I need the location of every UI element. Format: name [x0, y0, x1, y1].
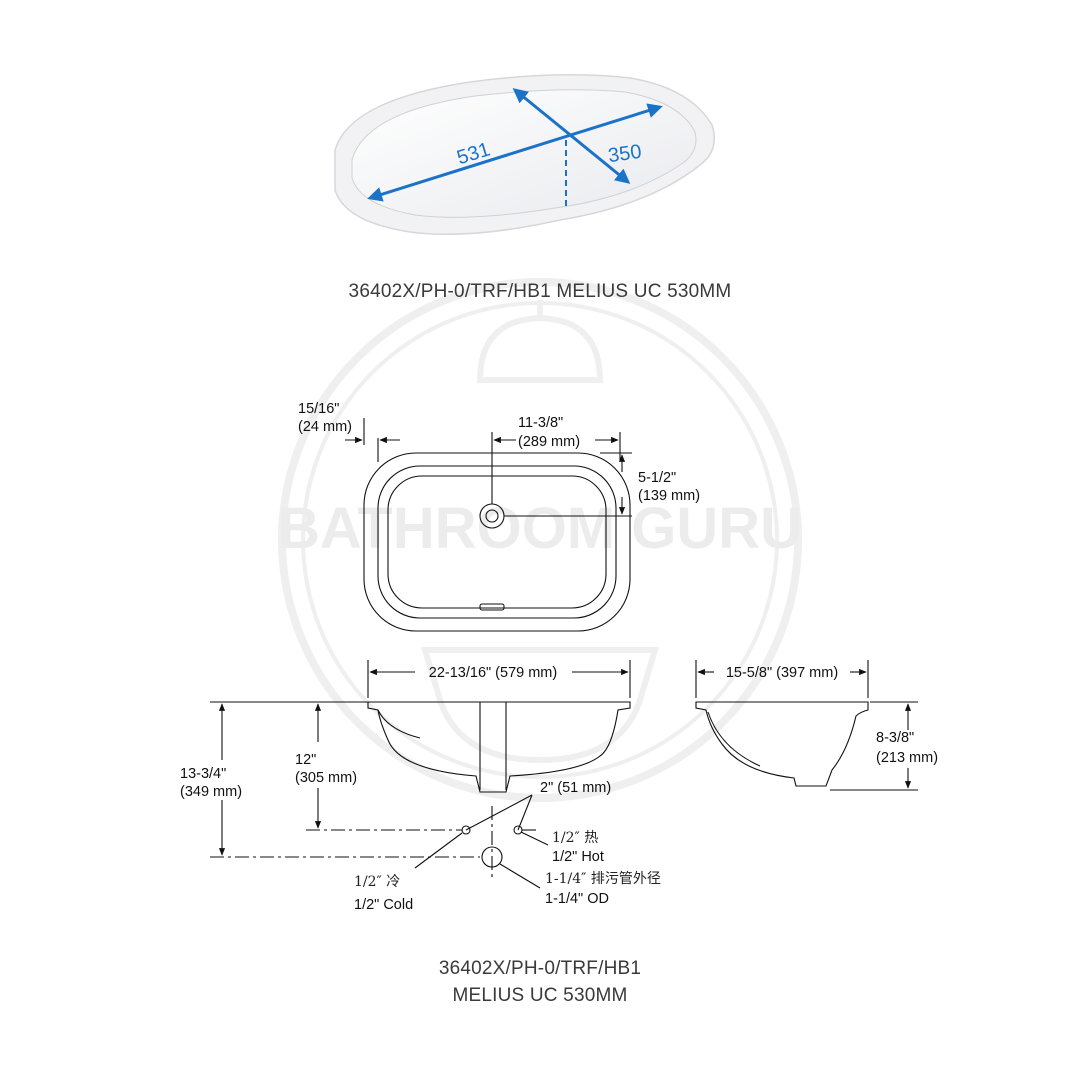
plan-drain-offset-in: 11-3/8" — [518, 415, 563, 431]
drain-outlet — [481, 846, 503, 868]
front-overall-mm: (349 mm) — [180, 784, 242, 800]
shower-head-icon — [476, 314, 604, 383]
plan-rim-in: 15/16" — [298, 401, 339, 417]
front-supply-in: 12" — [295, 752, 316, 768]
photo-width-arrow — [512, 88, 631, 184]
side-view: 15-5/8" (397 mm) 8-3/8" (213 mm) — [695, 660, 938, 791]
cold-label-en: 1/2" Cold — [354, 897, 413, 913]
side-height-mm: (213 mm) — [876, 750, 938, 766]
plan-rim-mm: (24 mm) — [298, 419, 352, 435]
watermark: BATHROOM GURU — [278, 278, 802, 802]
title-bottom-line1: 36402X/PH-0/TRF/HB1 — [438, 958, 642, 979]
side-depth-label: 15-5/8" (397 mm) — [726, 665, 838, 681]
cold-label-cn: 1/2″ 冷 — [354, 874, 400, 890]
drain-label-cn: 1-1/4″ 排污管外径 — [545, 871, 661, 887]
plan-drain-depth-in: 5-1/2" — [638, 470, 676, 486]
front-overall-in: 13-3/4" — [180, 766, 226, 782]
title-bottom-line2: MELIUS UC 530MM — [452, 985, 628, 1006]
side-height-in: 8-3/8" — [876, 730, 914, 746]
cold-supply-point — [461, 825, 471, 835]
title-top: 36402X/PH-0/TRF/HB1 MELIUS UC 530MM — [348, 281, 732, 302]
photo-width-label: 350 — [607, 141, 643, 167]
hot-supply-point — [513, 825, 523, 835]
front-supply-mm: (305 mm) — [295, 770, 357, 786]
basin-photo: 531 350 — [334, 74, 715, 236]
plan-view: 15/16" (24 mm) 11-3/8" (289 mm) 5-1/2" (… — [298, 401, 700, 632]
hot-label-en: 1/2" Hot — [552, 849, 604, 865]
drain-label-en: 1-1/4" OD — [545, 891, 609, 907]
front-spacing-label: 2" (51 mm) — [540, 780, 611, 796]
bathtub-icon — [420, 647, 660, 764]
watermark-text: BATHROOM GURU — [278, 496, 802, 561]
overflow-slot — [479, 603, 505, 611]
plan-drain-offset-mm: (289 mm) — [518, 434, 580, 450]
plan-drain-depth-mm: (139 mm) — [638, 488, 700, 504]
front-view: 22-13/16" (579 mm) 13-3/4" (349 mm) 12" … — [180, 660, 661, 913]
front-width-label: 22-13/16" (579 mm) — [429, 665, 557, 681]
hot-label-cn: 1/2″ 热 — [552, 830, 598, 846]
